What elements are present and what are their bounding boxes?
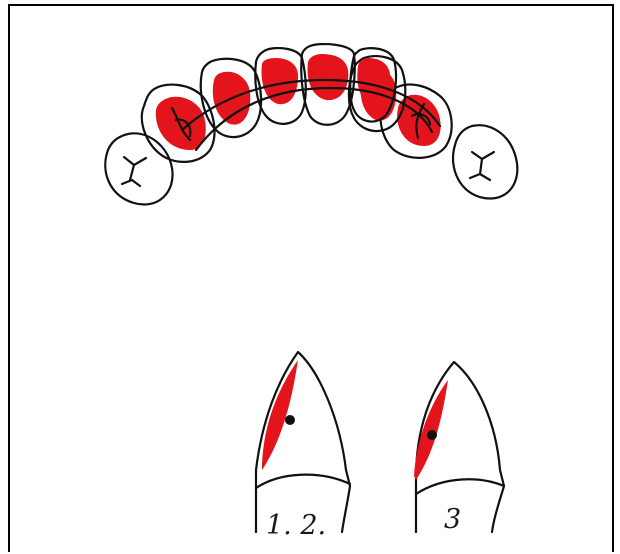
highlight-region (156, 97, 206, 150)
profile-label-1: 1. 2. (266, 510, 326, 541)
highlight-region (414, 380, 448, 480)
tooth-left-lateral-incisor (255, 48, 305, 124)
tooth-left-central-incisor (301, 44, 354, 125)
tooth-left-premolar (142, 85, 215, 162)
tooth-right-molar (453, 125, 517, 198)
profile-label-2: 3 (444, 504, 461, 535)
marker-dot (427, 430, 437, 440)
marker-dot (285, 415, 295, 425)
tooth-left-molar (105, 133, 172, 204)
tooth-profile-2: 3 (414, 362, 504, 535)
highlight-region (308, 54, 349, 100)
tooth-profile-1: 1. 2. (256, 352, 350, 541)
